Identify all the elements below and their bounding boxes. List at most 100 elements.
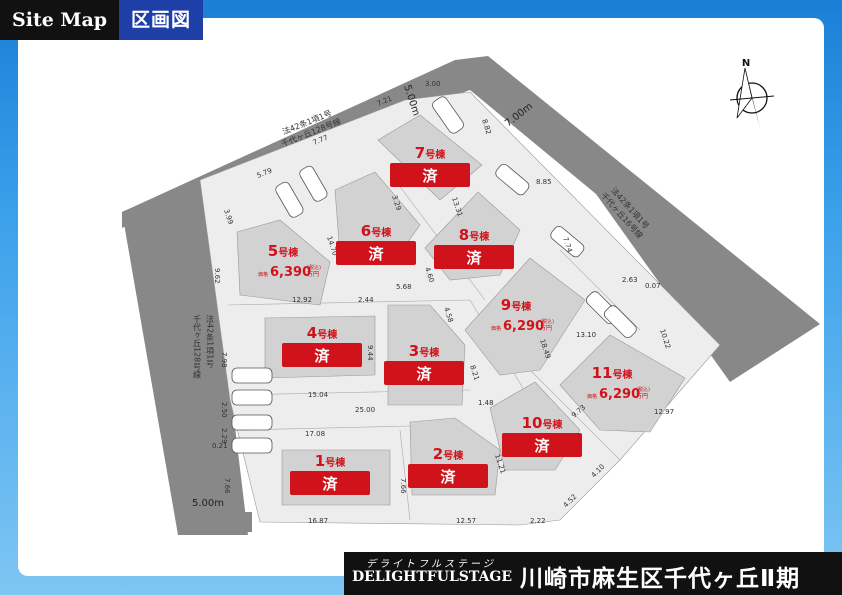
price-unit: 万円 (540, 325, 552, 332)
sold-badge-label: 済 (368, 245, 384, 263)
sold-badge (408, 464, 488, 488)
car-icon (231, 437, 273, 454)
sold-badge (282, 343, 362, 367)
header-title-en: Site Map (0, 0, 120, 40)
price-tax: (税込) (307, 264, 321, 271)
compass: N (729, 58, 775, 128)
sold-badge (390, 163, 470, 187)
lot-number: 6号棟 (361, 222, 392, 240)
footer-brand: DELIGHTFULSTAGE (352, 569, 513, 585)
building-9 (464, 257, 586, 376)
road-label-left: 法42条1項1号 千代ヶ丘128号線 (193, 314, 215, 378)
sold-badge-label: 済 (422, 167, 438, 185)
dimension-label: 16.87 (308, 517, 328, 525)
car-icon (231, 414, 273, 431)
dimension-label: 9.44 (366, 345, 374, 361)
dimension-label: 2.22 (530, 517, 546, 525)
road-bottom-left (178, 512, 252, 532)
lot-number: 9号棟 (501, 296, 532, 314)
footer-kana: デライトフルステージ (366, 559, 496, 570)
dimension-label: 17.08 (305, 430, 325, 438)
road-left (122, 178, 248, 535)
car-icon (275, 181, 304, 218)
dimension-label: 12.97 (654, 408, 674, 416)
dimension-label: 12.92 (292, 296, 312, 304)
car-icon (231, 367, 273, 384)
road-top (122, 56, 820, 382)
sold-badge-label: 済 (314, 347, 330, 365)
lot-number: 11号棟 (592, 364, 634, 382)
dimension-label: 7.66 (399, 478, 407, 494)
car-icon (495, 163, 530, 196)
sold-badge (502, 433, 582, 457)
car-icon (432, 96, 464, 134)
road-width-bottom-left: 5.00m (192, 498, 224, 509)
lot-number: 8号棟 (459, 226, 490, 244)
car-icon (299, 165, 328, 202)
sold-badge (336, 241, 416, 265)
dimension-label: 0.21 (212, 442, 228, 450)
price-tax: (税込) (636, 386, 650, 393)
dimension-label: 25.00 (355, 406, 375, 414)
dimension-label: 2.44 (358, 296, 374, 304)
footer-bar: デライトフルステージ DELIGHTFULSTAGE 川崎市麻生区千代ヶ丘Ⅱ期 (344, 552, 842, 595)
dimension-label: 9.62 (213, 268, 221, 284)
dimension-label: 7.66 (223, 478, 231, 494)
road-label-left-line: 千代ヶ丘128号線 (193, 314, 202, 378)
dimension-label: 12.57 (456, 517, 476, 525)
footer-title: 川崎市麻生区千代ヶ丘Ⅱ期 (520, 566, 801, 592)
road-label-left-line: 法42条1項1号 (206, 314, 215, 368)
dimension-label: 15.04 (308, 391, 329, 399)
sold-badge-label: 済 (534, 437, 550, 455)
sold-badge-label: 済 (440, 468, 456, 486)
price-tax: (税込) (540, 318, 554, 325)
sold-badge-label: 済 (322, 475, 338, 493)
dimension-label: 1.48 (478, 399, 494, 407)
lot-number: 3号棟 (409, 342, 440, 360)
dimension-label: 2.63 (622, 276, 638, 284)
building-11 (559, 334, 686, 433)
header: Site Map 区画図 (0, 0, 204, 40)
lot-number: 1号棟 (315, 452, 346, 470)
lot-number: 7号棟 (415, 144, 446, 162)
lot-number: 2号棟 (433, 445, 464, 463)
header-title-ja: 区画図 (119, 0, 204, 40)
dimension-label: 0.07 (645, 282, 661, 290)
lot-number: 4号棟 (307, 324, 338, 342)
sold-badge (384, 361, 464, 385)
sold-badge (290, 471, 370, 495)
lot-number: 10号棟 (522, 414, 564, 432)
dimension-label: 13.10 (576, 331, 596, 339)
price-unit: 万円 (636, 393, 648, 400)
building-5 (236, 219, 331, 306)
sold-badge (434, 245, 514, 269)
dimension-label: 2.50 (220, 402, 228, 418)
lot-number: 5号棟 (268, 242, 299, 260)
dimension-label: 3.00 (425, 80, 441, 88)
sold-badge-label: 済 (466, 249, 482, 267)
car-icon (550, 225, 585, 258)
price-unit: 万円 (307, 271, 319, 278)
dimension-label: 8.85 (536, 178, 552, 186)
sold-badge-label: 済 (416, 365, 432, 383)
compass-label: N (742, 58, 750, 69)
dimension-label: 2.29 (220, 428, 228, 444)
car-icon (231, 389, 273, 406)
dimension-label: 7.98 (220, 352, 228, 368)
